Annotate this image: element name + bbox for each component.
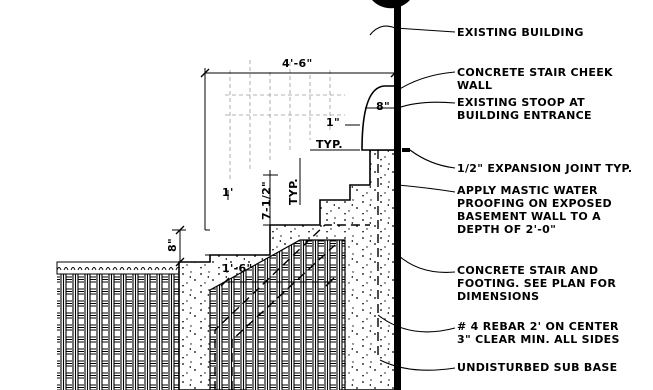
expansion-joint bbox=[402, 148, 410, 152]
note-waterproofing: APPLY MASTIC WATER PROOFING ON EXPOSED B… bbox=[457, 184, 612, 236]
note-line: BUILDING ENTRANCE bbox=[457, 109, 592, 122]
note-existing-building: EXISTING BUILDING bbox=[457, 26, 584, 39]
note-rebar: # 4 REBAR 2' ON CENTER 3" CLEAR MIN. ALL… bbox=[457, 320, 620, 346]
dim-overall-width: 4'-6" bbox=[282, 57, 313, 70]
earth-fill-lower bbox=[246, 265, 340, 390]
note-line: WALL bbox=[457, 79, 493, 92]
dim-one-ft: 1' bbox=[222, 186, 234, 199]
dimension-lines bbox=[172, 68, 396, 283]
dim-eight-in-side: 8" bbox=[166, 238, 179, 252]
note-line: BASEMENT WALL TO A bbox=[457, 210, 601, 223]
note-line: # 4 REBAR 2' ON CENTER bbox=[457, 320, 619, 333]
building-wall bbox=[394, 0, 401, 390]
note-concrete-footing: CONCRETE STAIR AND FOOTING. SEE PLAN FOR… bbox=[457, 264, 616, 303]
note-existing-stoop: EXISTING STOOP AT BUILDING ENTRANCE bbox=[457, 96, 592, 122]
note-line: PROOFING ON EXPOSED bbox=[457, 197, 612, 210]
dim-eight-in-top: 8" bbox=[376, 100, 390, 113]
earth-fill-left bbox=[57, 262, 179, 390]
note-line: CONCRETE STAIR CHEEK bbox=[457, 66, 613, 79]
dim-typ-vertical: TYP. bbox=[287, 178, 300, 205]
dim-one-inch: 1" bbox=[326, 116, 340, 129]
dim-tread: 1'-6" bbox=[222, 262, 253, 275]
note-concrete-stair-cheek: CONCRETE STAIR CHEEK WALL bbox=[457, 66, 613, 92]
note-line: 3" CLEAR MIN. ALL SIDES bbox=[457, 333, 620, 346]
existing-stoop-ghost bbox=[225, 60, 345, 180]
note-line: CONCRETE STAIR AND bbox=[457, 264, 599, 277]
note-line: DEPTH OF 2'-0" bbox=[457, 223, 557, 236]
leader-lines bbox=[369, 25, 456, 371]
note-line: EXISTING STOOP AT bbox=[457, 96, 585, 109]
rebar-lines bbox=[214, 150, 379, 390]
note-line: FOOTING. SEE PLAN FOR bbox=[457, 277, 617, 290]
section-marker-icon bbox=[372, 0, 410, 9]
dim-rise: 7-1/2" bbox=[260, 180, 273, 220]
gravel-strip bbox=[56, 261, 180, 275]
note-sub-base: UNDISTURBED SUB BASE bbox=[457, 361, 618, 374]
stoop-cap bbox=[361, 85, 399, 151]
dimension-ticks bbox=[175, 68, 400, 287]
note-expansion-joint: 1/2" EXPANSION JOINT TYP. bbox=[457, 162, 633, 175]
note-line: APPLY MASTIC WATER bbox=[457, 184, 598, 197]
note-line: DIMENSIONS bbox=[457, 290, 540, 303]
dim-typ: TYP. bbox=[316, 138, 343, 151]
